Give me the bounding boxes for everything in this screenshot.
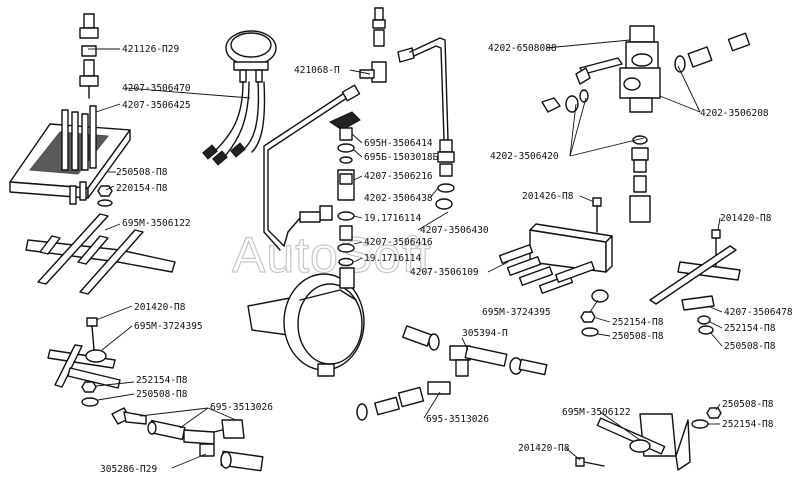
label-695m-3506122-a: 695М-3506122 — [122, 218, 191, 229]
bracket-small — [183, 419, 245, 445]
label-4207-3506470: 4207-3506470 — [122, 83, 191, 94]
part-labels: 421126-П29 4207-3506470 4207-3506425 250… — [100, 43, 793, 475]
label-4207-3506216: 4207-3506216 — [364, 171, 433, 182]
fitting-left-a — [111, 407, 147, 425]
label-421068-p: 421068-П — [294, 65, 340, 76]
bolt-bottom-right — [575, 457, 605, 467]
label-4207-3506478: 4207-3506478 — [724, 307, 793, 318]
label-252154-p8-d: 252154-П8 — [722, 419, 774, 430]
nut-washer-left-2 — [81, 381, 99, 407]
label-201420-p8-a: 201420-П8 — [134, 302, 186, 313]
label-4207-3506430: 4207-3506430 — [420, 225, 489, 236]
label-4202-3506438: 4202-3506438 — [364, 193, 433, 204]
label-4202-6508088: 4202-6508088 — [488, 43, 557, 54]
bolt-center-right — [592, 197, 602, 233]
label-252154-p8-b: 252154-П8 — [612, 317, 664, 328]
tee-bottom — [449, 345, 548, 377]
label-695m-3724395-a: 695М-3724395 — [134, 321, 203, 332]
nut-washer-bottom-right — [691, 407, 722, 429]
bracket-left — [25, 213, 176, 295]
label-250508-p8-a: 250508-П8 — [116, 167, 168, 178]
union-fitting-top-left — [79, 13, 99, 99]
label-252154-p8-c: 252154-П8 — [724, 323, 776, 334]
fitting-right-top — [674, 32, 751, 73]
label-695-3513026-b: 695-3513026 — [426, 414, 489, 425]
label-4207-3506416: 4207-3506416 — [364, 237, 433, 248]
fitting-left-b — [147, 419, 186, 441]
label-695n-3506414: 695Н-3506414 — [364, 138, 433, 149]
washer-nut-left — [97, 185, 113, 207]
pressure-gauge — [225, 30, 277, 83]
distributor-block — [498, 223, 613, 303]
label-305286-p29: 305286-П29 — [100, 464, 157, 475]
pipe-union-right — [435, 139, 455, 210]
label-201420-p8-c: 201420-П8 — [518, 443, 570, 454]
label-19-1716114-a: 19.1716114 — [364, 213, 421, 224]
label-695m-3506122-b: 695М-3506122 — [562, 407, 631, 418]
label-201426-p8: 201426-П8 — [522, 191, 574, 202]
label-305394-p: 305394-П — [462, 328, 508, 339]
label-695-3513026-a: 695-3513026 — [210, 402, 273, 413]
label-250508-p8-b: 250508-П8 — [136, 389, 188, 400]
leader-lines — [88, 39, 723, 469]
manifold-block — [9, 105, 131, 205]
fitting-left-c — [199, 443, 264, 472]
clamp-left — [47, 344, 121, 389]
label-250508-p8-c: 250508-П8 — [612, 331, 664, 342]
valve-body-right — [575, 25, 661, 113]
label-4202-3506420: 4202-3506420 — [490, 151, 559, 162]
label-421126-p29: 421126-П29 — [122, 44, 179, 55]
label-250508-p8-d: 250508-П8 — [724, 341, 776, 352]
pipe-main — [263, 37, 449, 251]
bracket-bottom-right — [596, 413, 691, 471]
label-4202-3506208: 4202-3506208 — [700, 108, 769, 119]
dome-component — [247, 267, 365, 377]
label-250508-p8-e: 250508-П8 — [722, 399, 774, 410]
label-220154-p8: 220154-П8 — [116, 183, 168, 194]
label-695m-3724395-b: 695М-3724395 — [482, 307, 551, 318]
label-252154-p8-a: 252154-П8 — [136, 375, 188, 386]
label-4207-3506109: 4207-3506109 — [410, 267, 479, 278]
pipe-union-left — [283, 84, 361, 247]
nut-washer-center — [580, 311, 599, 337]
label-201420-p8-b: 201420-П8 — [720, 213, 772, 224]
tee-fitting-top — [359, 47, 415, 83]
fitting-bottom-b — [356, 381, 451, 421]
fitting-bottom-a — [402, 325, 440, 351]
gauge-hoses — [202, 81, 266, 166]
bolt-washer-right — [541, 89, 589, 113]
label-695b-1503018b: 695Б-1503018Б — [364, 152, 439, 163]
fitting-right-bottom — [629, 135, 651, 223]
label-4207-3506425: 4207-3506425 — [122, 100, 191, 111]
valve-top — [372, 7, 386, 47]
label-19-1716114-b: 19.1716114 — [364, 253, 421, 264]
bolt-left — [86, 317, 98, 351]
clamp-right — [649, 229, 741, 335]
